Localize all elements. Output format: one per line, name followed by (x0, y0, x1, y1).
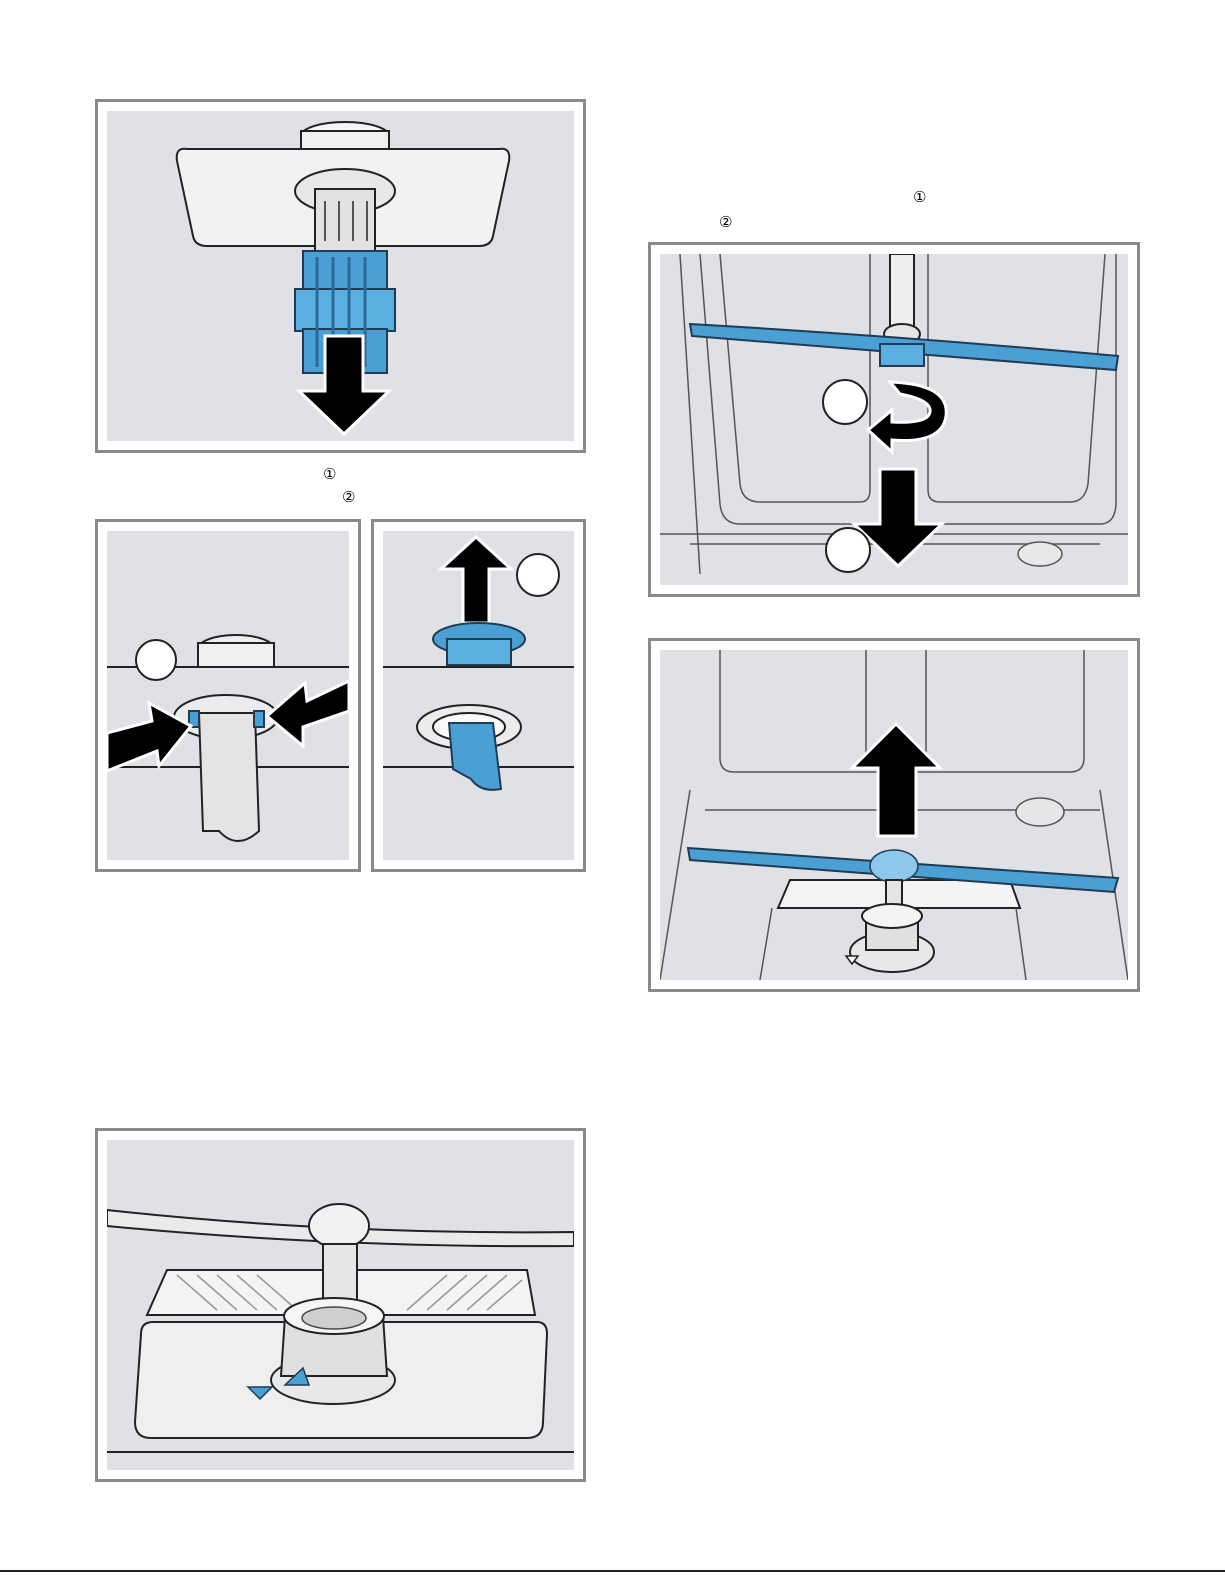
filter-remove-illustration (107, 111, 574, 441)
figure-press-latches (95, 519, 361, 872)
press-latches-illustration (107, 531, 349, 860)
figure-filter-remove (95, 99, 586, 453)
page-footer-rule (0, 1570, 1225, 1572)
figure-lift-insert (371, 519, 586, 872)
figure-spray-arm-remove (648, 242, 1140, 597)
step-marker-1: ① (323, 465, 336, 483)
step-marker-1: ① (913, 188, 926, 206)
figure-filter-insert (95, 1128, 586, 1482)
spray-arm-remove-illustration (660, 254, 1128, 585)
filter-insert-illustration (107, 1140, 574, 1470)
figure-spray-arm-lift (648, 638, 1140, 992)
step-marker-2: ② (719, 213, 732, 231)
spray-arm-lift-illustration (660, 650, 1128, 980)
lift-insert-illustration (383, 531, 574, 860)
step-marker-2: ② (342, 488, 355, 506)
